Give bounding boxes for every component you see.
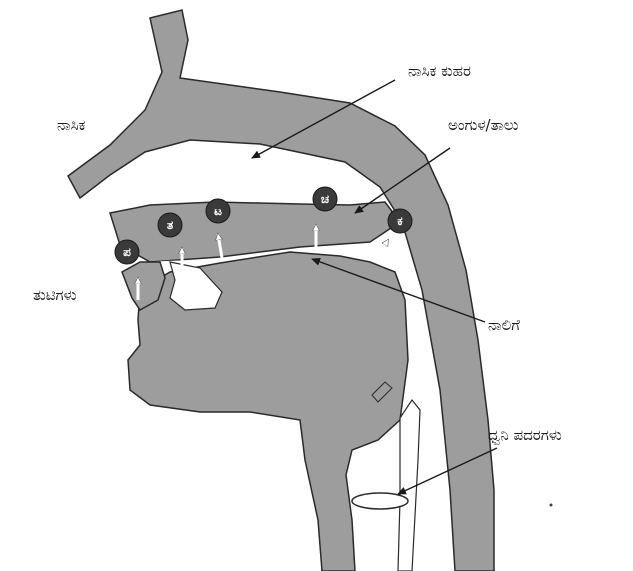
retroflex-arrow <box>218 234 224 259</box>
velar-letter: ಕ <box>397 214 403 228</box>
labial-badge: ಪ <box>114 239 140 265</box>
palatal-badge: ಚ <box>312 186 338 212</box>
nasal-cavity-pointer <box>251 79 396 159</box>
dental-badge: ತ <box>157 212 183 238</box>
speck <box>549 503 553 507</box>
vocal-cords-pointer <box>397 447 498 495</box>
velar-arrow <box>372 240 390 263</box>
retroflex-badge: ಟ <box>205 198 231 224</box>
palate-pointer <box>354 147 451 214</box>
tongue-pointer <box>311 257 486 323</box>
lips-label: ತುಟಿಗಳು <box>33 286 77 304</box>
vocal-cords-shape <box>351 492 409 510</box>
dental-letter: ತ <box>167 218 174 232</box>
trachea-shape <box>397 398 421 571</box>
tongue-label: ನಾಲಿಗೆ <box>488 316 520 334</box>
labial-letter: ಪ <box>123 245 131 259</box>
tongue-shape <box>127 251 409 571</box>
nose-label: ನಾಸಿಕ <box>57 116 86 134</box>
lower-teeth-shape <box>169 261 223 311</box>
vocal-cords-label: ಧ್ವನಿ ಪದರಗಳು <box>488 426 562 445</box>
palatal-letter: ಚ <box>321 192 329 206</box>
velar-badge: ಕ <box>387 208 413 234</box>
retroflex-letter: ಟ <box>214 204 222 218</box>
epiglottis-shape <box>371 381 393 403</box>
lips-shape <box>121 261 166 311</box>
nasal-cavity-label: ನಾಸಿಕ ಕುಹರ <box>408 62 471 80</box>
nasal-cavity-shape <box>67 9 495 571</box>
palate-label: ಅಂಗುಳ/ತಾಲು <box>448 116 519 134</box>
